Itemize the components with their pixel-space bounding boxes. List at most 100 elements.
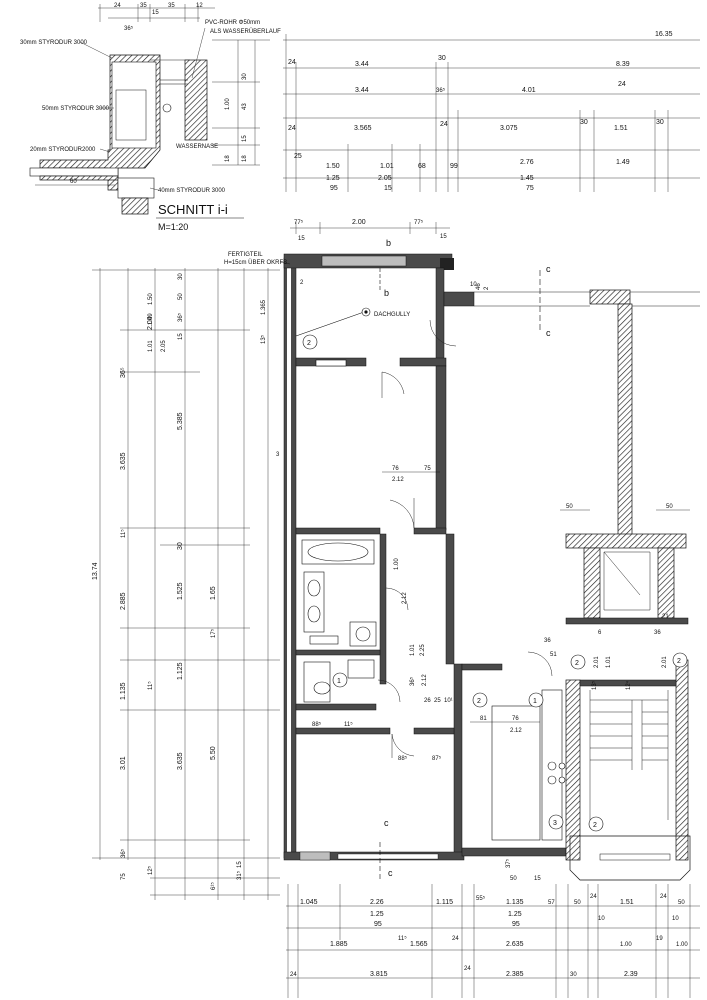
dim: 1.45 bbox=[520, 175, 534, 182]
material-label: 30mm STYRODUR 3000 bbox=[20, 40, 88, 46]
dim: 24 bbox=[440, 121, 448, 128]
dim: 2 bbox=[300, 280, 304, 286]
dim: 8.39 bbox=[616, 61, 630, 68]
material-label: 20mm STYRODUR2000 bbox=[30, 147, 96, 153]
dim: 30 bbox=[178, 273, 184, 280]
dim: 36 bbox=[654, 630, 661, 636]
markers: 2 1 2 1 2 2 3 2 bbox=[302, 334, 688, 832]
dim: 3.44 bbox=[355, 61, 369, 68]
top-dimensions: 16.35 24 3.44 30 8.39 3.44 36⁵ 4.01 24 2… bbox=[283, 31, 700, 192]
left-dimensions: 13.74 3.635 2.885 1.135 3.01 2.00 36⁵ 5.… bbox=[92, 268, 280, 900]
dim: 2.25 bbox=[420, 644, 426, 656]
dim: 13⁵ bbox=[260, 334, 267, 344]
dim: 2.01 bbox=[662, 656, 668, 668]
dim: 50 bbox=[510, 876, 517, 882]
dim: 25 bbox=[294, 153, 302, 160]
dim: 25 bbox=[434, 698, 441, 704]
dim: 15 bbox=[178, 333, 184, 340]
dim: 18 bbox=[242, 155, 248, 162]
dim: 50 bbox=[666, 504, 673, 510]
dim: 1.25 bbox=[370, 911, 384, 918]
dim: 12⁴ bbox=[625, 680, 632, 690]
dim: 1.01 bbox=[410, 644, 416, 656]
cut-c-low: c bbox=[384, 818, 389, 828]
dim: 24 bbox=[290, 972, 297, 978]
dim: 2.885 bbox=[120, 592, 127, 610]
dim: 1.50 bbox=[148, 293, 154, 305]
dim: 1.49 bbox=[148, 313, 154, 325]
dim: 12 bbox=[196, 3, 203, 9]
plan-labels: FERTIGTEIL H=15cm ÜBER OKRFB DACHGULLY bbox=[224, 252, 410, 318]
dim: 10 bbox=[598, 916, 605, 922]
dim: 46 bbox=[476, 283, 482, 290]
dim: 2.12 bbox=[422, 674, 428, 686]
dim: 2.12 bbox=[402, 592, 408, 604]
dim: 24 bbox=[452, 936, 459, 942]
dim: 1.365 bbox=[261, 299, 267, 315]
dim: 1.01 bbox=[380, 163, 394, 170]
marker-2: 2 bbox=[575, 660, 579, 667]
dim: 12⁵ bbox=[147, 865, 154, 875]
dim: 17⁵ bbox=[210, 628, 217, 638]
dim: 1.885 bbox=[330, 941, 348, 948]
dim: 15 bbox=[242, 135, 248, 142]
dim: 77⁵ bbox=[294, 219, 304, 226]
dim: 1.25 bbox=[508, 911, 522, 918]
dim: 57 bbox=[548, 900, 555, 906]
dim: 51 bbox=[550, 652, 557, 658]
marker-2: 2 bbox=[477, 698, 481, 705]
cut-c-bottom: c bbox=[388, 868, 393, 878]
cut-c-top: c bbox=[546, 264, 551, 274]
dim: 24 bbox=[288, 59, 296, 66]
dim: 1.49 bbox=[616, 159, 630, 166]
dim: 15 bbox=[440, 234, 447, 240]
dim: 1.01 bbox=[148, 340, 154, 352]
dim: 1.565 bbox=[410, 941, 428, 948]
dim: 75 bbox=[526, 185, 534, 192]
material-label: PVC-ROHR Φ50mm bbox=[205, 20, 260, 26]
dim: 21 bbox=[662, 614, 669, 620]
dim: 11⁵ bbox=[120, 529, 127, 538]
dim: 35 bbox=[140, 3, 147, 9]
dim: 2.635 bbox=[506, 941, 524, 948]
dim: 30 bbox=[656, 119, 664, 126]
dim: 3.635 bbox=[177, 752, 184, 770]
dim: 6¹⁵ bbox=[210, 882, 217, 890]
dim: 24 bbox=[660, 894, 667, 900]
dachgully-label: DACHGULLY bbox=[374, 312, 410, 318]
dim: 36⁵ bbox=[120, 367, 127, 378]
dim: 81 bbox=[480, 716, 487, 722]
section-detail: 24 35 15 35 12 36⁵ 30 1.00 43 15 18 18 6 bbox=[20, 3, 281, 232]
marker-3: 3 bbox=[553, 820, 557, 827]
material-label: WASSERNASE bbox=[176, 144, 218, 150]
dim: 35 bbox=[168, 3, 175, 9]
dim: 2.00 bbox=[352, 219, 366, 226]
dim: 88⁵ bbox=[398, 755, 408, 762]
dim: 24 bbox=[590, 894, 597, 900]
dim: 15 bbox=[384, 185, 392, 192]
dim: 55⁵ bbox=[476, 895, 486, 902]
dim: 76 bbox=[392, 466, 399, 472]
dim: 16.35 bbox=[655, 31, 673, 38]
fertigteil-label: FERTIGTEIL bbox=[228, 252, 263, 258]
dim: 2.00 bbox=[147, 316, 154, 330]
dim: 36⁵ bbox=[124, 25, 134, 32]
dim: 3.01 bbox=[120, 756, 127, 770]
dim: 3.815 bbox=[370, 971, 388, 978]
dim: 15 bbox=[534, 876, 541, 882]
dim: 1.00 bbox=[394, 558, 400, 570]
dim: 3.44 bbox=[355, 87, 369, 94]
dim: 50 bbox=[178, 293, 184, 300]
dim: 2.05 bbox=[161, 340, 167, 352]
dim: 2.39 bbox=[624, 971, 638, 978]
cut-b-bottom: b bbox=[384, 288, 389, 298]
dim: 24 bbox=[464, 966, 471, 972]
dim: 1.125 bbox=[177, 662, 184, 680]
bottom-dimensions: 1.045 2.26 1.115 55⁵ 1.135 57 50 24 1.51… bbox=[286, 884, 700, 998]
dim: 11⁵ bbox=[147, 681, 154, 690]
dim: 2.05 bbox=[378, 175, 392, 182]
dim: 43 bbox=[242, 103, 248, 110]
cut-lines: b b c c c c bbox=[379, 238, 551, 880]
dim: 1.045 bbox=[300, 899, 318, 906]
dim: 95 bbox=[374, 921, 382, 928]
